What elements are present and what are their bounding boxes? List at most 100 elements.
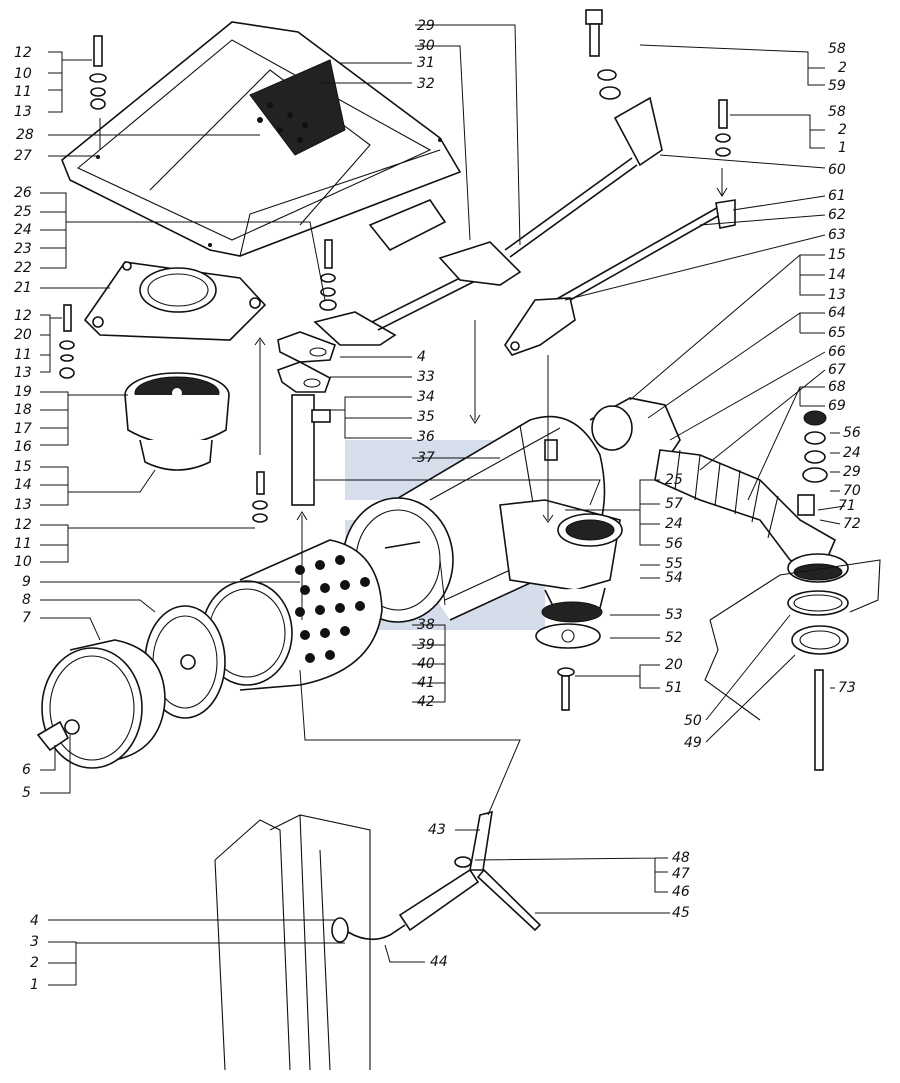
control-rod-assembly xyxy=(331,810,542,943)
label-6: 6 xyxy=(22,762,31,778)
label-23: 23 xyxy=(14,241,32,257)
label-58-second: 58 xyxy=(828,104,846,120)
brace-rod-right xyxy=(504,199,736,356)
label-19: 19 xyxy=(14,384,32,400)
filter-cover xyxy=(36,639,166,769)
label-22: 22 xyxy=(14,260,32,276)
label-11-mid: 11 xyxy=(14,347,32,363)
label-56-mid: 56 xyxy=(665,536,683,552)
intake-flange xyxy=(83,261,267,341)
label-36: 36 xyxy=(417,429,435,445)
label-29-right: 29 xyxy=(843,464,861,480)
label-34: 34 xyxy=(417,389,435,405)
label-16: 16 xyxy=(14,439,32,455)
label-67: 67 xyxy=(828,362,846,378)
label-72: 72 xyxy=(843,516,861,532)
label-49: 49 xyxy=(684,735,702,751)
label-63: 63 xyxy=(828,227,846,243)
label-59: 59 xyxy=(828,78,846,94)
label-27: 27 xyxy=(14,148,32,164)
label-17: 17 xyxy=(14,421,32,437)
label-15-left: 15 xyxy=(14,459,32,475)
label-12-top: 12 xyxy=(14,45,32,61)
label-10-top: 10 xyxy=(14,66,32,82)
support-rod-assembly xyxy=(313,96,663,346)
label-12-mid: 12 xyxy=(14,308,32,324)
label-71: 71 xyxy=(838,498,856,514)
air-intake-cover xyxy=(61,21,462,257)
label-70: 70 xyxy=(843,483,861,499)
label-32: 32 xyxy=(417,76,435,92)
dust-ejector xyxy=(535,623,601,711)
label-53: 53 xyxy=(665,607,683,623)
label-9: 9 xyxy=(22,574,31,590)
label-24-left: 24 xyxy=(14,222,32,238)
label-55: 55 xyxy=(665,556,683,572)
label-47: 47 xyxy=(672,866,690,882)
label-45: 45 xyxy=(672,905,690,921)
label-13-right: 13 xyxy=(828,287,846,303)
label-54: 54 xyxy=(665,570,683,586)
label-51: 51 xyxy=(665,680,683,696)
label-46: 46 xyxy=(672,884,690,900)
label-61: 61 xyxy=(828,188,846,204)
label-40: 40 xyxy=(417,656,435,672)
label-73: 73 xyxy=(838,680,856,696)
label-44: 44 xyxy=(430,954,448,970)
label-25-left: 25 xyxy=(14,204,32,220)
intake-hose xyxy=(589,397,849,583)
label-65: 65 xyxy=(828,325,846,341)
label-52: 52 xyxy=(665,630,683,646)
label-62: 62 xyxy=(828,207,846,223)
label-41: 41 xyxy=(417,675,435,691)
washer-stack-right xyxy=(802,410,828,483)
precleaner-cap xyxy=(124,372,230,471)
label-33: 33 xyxy=(417,369,435,385)
label-60: 60 xyxy=(828,162,846,178)
label-20-left: 20 xyxy=(14,327,32,343)
label-26: 26 xyxy=(14,185,32,201)
label-7: 7 xyxy=(22,610,31,626)
hose-clamps xyxy=(787,590,849,771)
label-13-mid: 13 xyxy=(14,365,32,381)
label-24-right: 24 xyxy=(843,445,861,461)
label-2-bottom: 2 xyxy=(30,955,39,971)
outlet-elbow xyxy=(499,499,623,623)
label-42: 42 xyxy=(417,694,435,710)
part-number-labels: 12 10 11 13 28 27 26 25 24 23 22 21 12 2… xyxy=(14,18,861,993)
bolt-assembly-middle-left xyxy=(59,304,75,379)
label-56-right: 56 xyxy=(843,425,861,441)
label-14-right: 14 xyxy=(828,267,846,283)
label-11-top: 11 xyxy=(14,84,32,100)
label-39: 39 xyxy=(417,637,435,653)
bolt-assembly-lower-left xyxy=(252,471,268,523)
label-15-right: 15 xyxy=(828,247,846,263)
bracket-bolt-center xyxy=(319,239,337,311)
label-24-mid: 24 xyxy=(665,516,683,532)
cab-panel-section xyxy=(214,814,371,1071)
label-43: 43 xyxy=(428,822,446,838)
label-57: 57 xyxy=(665,496,683,512)
label-13-top: 13 xyxy=(14,104,32,120)
label-35: 35 xyxy=(417,409,435,425)
label-48: 48 xyxy=(672,850,690,866)
label-10-low: 10 xyxy=(14,554,32,570)
label-4-bottom: 4 xyxy=(30,913,39,929)
bolt-assembly-top-right xyxy=(585,9,621,100)
label-13-low: 13 xyxy=(14,497,32,513)
label-1-top: 1 xyxy=(838,140,847,156)
label-2-top: 2 xyxy=(838,60,847,76)
label-66: 66 xyxy=(828,344,846,360)
label-4-mid: 4 xyxy=(417,349,426,365)
label-29-top: 29 xyxy=(417,18,435,34)
label-12-low: 12 xyxy=(14,517,32,533)
label-21: 21 xyxy=(14,280,32,296)
bolt-assembly-top-left xyxy=(89,35,107,110)
bolt-assembly-upper-right xyxy=(715,99,731,157)
label-5: 5 xyxy=(22,785,31,801)
label-14-left: 14 xyxy=(14,477,32,493)
filter-element xyxy=(201,539,383,691)
flange-and-tube xyxy=(276,331,337,506)
label-11-low: 11 xyxy=(14,536,32,552)
